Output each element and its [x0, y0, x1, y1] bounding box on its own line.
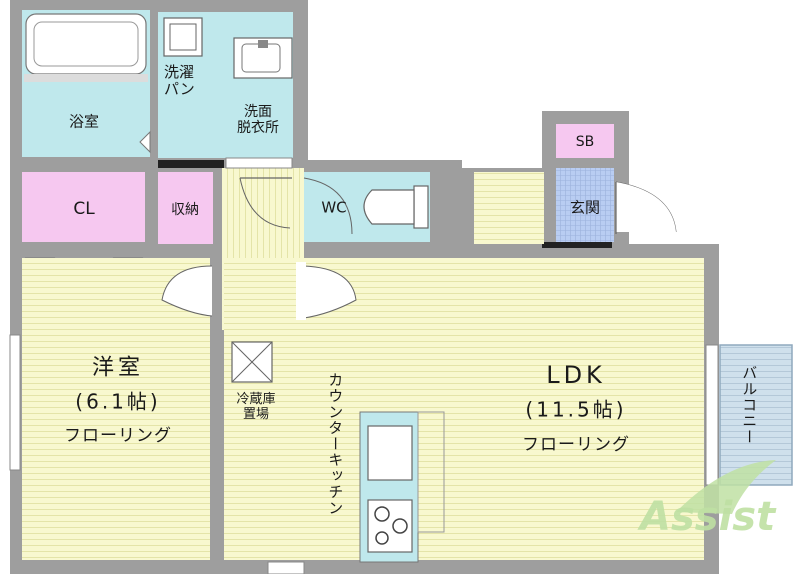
- western-window: [9, 334, 21, 471]
- fridge-x2: [231, 341, 273, 383]
- bath-step: [24, 74, 148, 82]
- stove-burner-1: [374, 506, 390, 522]
- ldk-door-arc: [303, 265, 357, 319]
- kitchen-side: [417, 411, 445, 533]
- western-room: [22, 258, 210, 560]
- western-room-size: (6.1帖): [75, 389, 161, 414]
- ldk-floor: フローリング: [522, 435, 630, 456]
- stove-burner-3: [375, 531, 389, 545]
- storage-label: 収納: [171, 201, 199, 218]
- washroom-label: 洗面 脱衣所: [237, 103, 279, 136]
- stove-burner-2: [392, 518, 408, 534]
- kitchen-sink: [367, 425, 413, 481]
- washer-pan-inner: [169, 23, 197, 51]
- storage-wall: [158, 160, 224, 168]
- toilet-bowl: [363, 189, 415, 225]
- toilet-label: WC: [321, 198, 347, 217]
- vanity-faucet: [258, 40, 268, 48]
- hall-door-arc: [239, 177, 291, 229]
- wc-door-arc: [303, 177, 353, 235]
- closet: [22, 172, 145, 242]
- balcony: [719, 344, 793, 486]
- ldk-door-opening: [296, 262, 306, 320]
- storage: [158, 172, 213, 244]
- fridge-label: 冷蔵庫 置場: [236, 392, 276, 422]
- closet-label: CL: [73, 199, 95, 220]
- bottom-window: [267, 561, 305, 574]
- washroom-door: [225, 157, 293, 169]
- vanity-basin: [241, 43, 281, 73]
- western-door-arc: [161, 265, 213, 317]
- balcony-label: バルコニー: [740, 365, 759, 445]
- bathtub: [25, 13, 147, 75]
- assist-logo: Assist: [637, 460, 777, 540]
- western-room-floor: フローリング: [64, 426, 172, 447]
- logo-swoosh-icon: [676, 460, 776, 514]
- entrance-floor: [556, 168, 614, 242]
- logo-text: Assist: [637, 494, 777, 540]
- ldk-name: LDK: [546, 361, 606, 390]
- ldk-size: (11.5帖): [525, 397, 627, 422]
- entrance-label: 玄関: [569, 198, 601, 217]
- entrance-step: [542, 242, 612, 248]
- washer-label: 洗濯 パン: [164, 63, 195, 99]
- shoebox-label: SB: [575, 133, 595, 150]
- entrance-hall: [474, 172, 544, 244]
- bath-door-mark: [139, 130, 151, 154]
- entrance-door-fill: [616, 182, 676, 232]
- western-room-name: 洋室: [91, 355, 145, 381]
- shoebox: [556, 124, 614, 158]
- kitchen-label: カウンターキッチン: [326, 372, 345, 516]
- kitchen-stove: [367, 499, 413, 553]
- bathtub-inner: [33, 21, 139, 67]
- bath-label: 浴室: [68, 112, 100, 131]
- toilet-tank: [413, 185, 429, 229]
